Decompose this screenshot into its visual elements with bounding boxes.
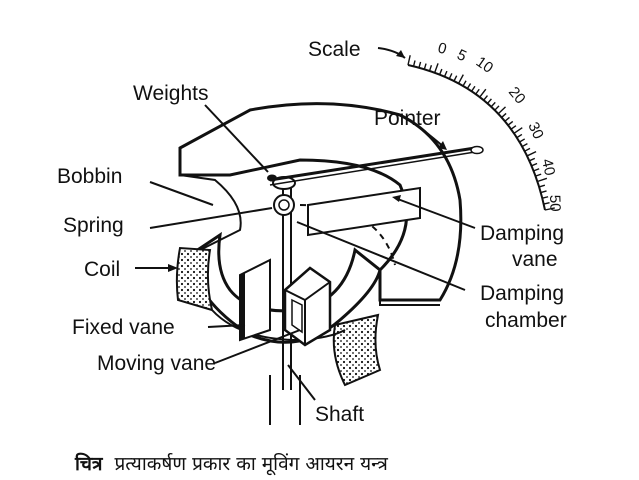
tick-label-5: 5 — [454, 46, 469, 65]
tick-label-0: 0 — [436, 39, 448, 58]
scale-tick — [466, 83, 472, 89]
scale-tick — [457, 74, 464, 84]
label-spring: Spring — [63, 214, 124, 237]
scale-tick — [537, 177, 548, 183]
caption-prefix: चित्र — [74, 452, 104, 475]
scale-tick — [471, 85, 476, 92]
label-shaft: Shaft — [315, 403, 364, 426]
label-fixed-vane: Fixed vane — [72, 316, 175, 339]
scale-arc — [407, 55, 555, 211]
tick-label-40: 40 — [538, 157, 558, 177]
scale-tick — [533, 168, 540, 172]
scale-tick — [501, 112, 507, 118]
spring — [273, 194, 295, 216]
scale-tick — [462, 80, 467, 87]
scale-tick — [526, 150, 537, 157]
scale-tick — [494, 105, 500, 111]
moving-vane — [283, 266, 332, 347]
label-coil: Coil — [84, 258, 120, 281]
scale-tick — [433, 63, 439, 73]
coil — [175, 231, 382, 387]
scale-tick — [497, 106, 506, 115]
label-damping-vane-line2: vane — [512, 248, 558, 271]
scale-tick — [443, 70, 448, 77]
leader-lines — [135, 47, 476, 401]
scale-tick — [544, 207, 555, 211]
scale-tick — [504, 116, 510, 122]
label-damping-chamber-line1: Damping — [480, 282, 564, 305]
scale-tick — [412, 60, 416, 67]
scale-tick — [531, 162, 538, 167]
scale-tick — [529, 157, 536, 162]
label-weights: Weights — [133, 82, 208, 105]
scale-tick-marks — [407, 55, 555, 211]
scale-tick — [538, 184, 546, 188]
pointer — [269, 145, 484, 186]
tick-label-20: 20 — [505, 84, 529, 108]
scale-tick — [448, 73, 453, 80]
scale-tick — [483, 95, 489, 101]
tick-label-30: 30 — [524, 120, 546, 142]
fixed-vane — [239, 258, 271, 342]
label-damping-chamber-line2: chamber — [485, 309, 567, 332]
scale-tick — [513, 127, 523, 134]
figure-caption: चित्र प्रत्याकर्षण प्रकार का मूविंग आयरन… — [74, 452, 388, 476]
scale-tick — [453, 75, 458, 82]
label-scale: Scale — [308, 38, 361, 61]
scale-tick-labels: 0 5 10 20 30 40 50 — [436, 39, 564, 211]
scale-tick — [475, 88, 480, 95]
scale-tick — [418, 61, 422, 68]
scale-tick — [519, 138, 526, 143]
scale-tick — [438, 68, 443, 75]
scale-tick — [524, 147, 531, 152]
scale-tick — [507, 120, 514, 126]
scale-tick — [535, 173, 542, 177]
scale-tick — [486, 98, 492, 104]
caption-text: प्रत्याकर्षण प्रकार का मूविंग आयरन यन्त्… — [114, 452, 388, 476]
scale-tick — [521, 143, 528, 148]
scale-tick — [543, 202, 550, 205]
scale-tick — [540, 190, 547, 194]
scale-tick — [428, 65, 433, 72]
tick-label-10: 10 — [473, 53, 496, 76]
scale-tick — [423, 63, 427, 70]
damping-vane — [307, 186, 421, 237]
scale-tick — [490, 101, 496, 108]
label-damping-vane-line1: Damping — [480, 222, 564, 245]
tick-label-50: 50 — [546, 195, 564, 212]
scale-tick — [407, 55, 411, 66]
label-moving-vane: Moving vane — [97, 352, 216, 375]
label-pointer: Pointer — [374, 107, 441, 130]
scale-tick — [542, 196, 549, 199]
label-bobbin: Bobbin — [57, 165, 122, 188]
scale-tick — [516, 133, 523, 139]
scale-tick — [479, 88, 487, 98]
scale-tick — [510, 125, 517, 130]
